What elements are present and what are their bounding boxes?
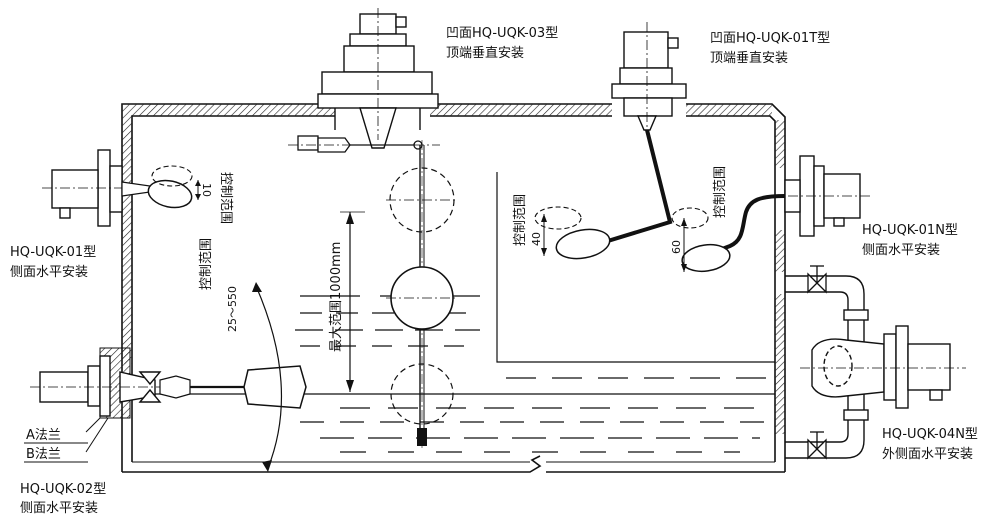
label-top-right-mount: 顶端垂直安装 [710,51,788,66]
annot-max-range: 最大范围1000mm [329,242,344,352]
hq-uqk-01-float [147,179,193,209]
hq-uqk-01t-float-dashed [534,206,582,230]
label-flange-b: B法兰 [26,447,61,462]
label-top-right-model: 凹面HQ-UQK-01T型 [710,31,830,46]
annot-control-range-02: 控制范围 [199,238,214,290]
annot-dim-25-550: 25～550 [226,286,239,332]
arc-arrow-bottom [262,460,272,472]
float-lower-dashed [390,363,454,425]
valve-upper [807,265,827,294]
label-right-04n-model: HQ-UQK-04N型 [882,427,978,442]
label-right-n-mount: 侧面水平安装 [862,243,940,258]
label-right-n-model: HQ-UQK-01N型 [862,223,958,238]
wall-hatching [99,104,785,434]
hq-uqk-01-lever [121,181,151,197]
flange-a-leader [85,417,101,433]
label-top-left-model: 凹面HQ-UQK-03型 [446,26,558,41]
label-bottom-02-model: HQ-UQK-02型 [20,482,106,497]
hq-uqk-03-switch [317,13,439,149]
label-right-04n-mount: 外侧面水平安装 [882,447,973,462]
hq-uqk-01n-rod [713,194,786,254]
annot-dim-40: 40 [530,232,543,246]
annot-control-range-01n: 控制范围 [713,166,728,218]
label-flange-a: A法兰 [26,428,61,443]
hq-uqk-01t-float [555,228,611,260]
annot-control-range-01: 控制范围 [218,172,233,224]
annot-control-range-01t: 控制范围 [513,194,528,246]
flange-b-leader [85,417,109,453]
label-left-01-mount: 侧面水平安装 [10,265,88,280]
inner-baffle [496,172,775,363]
hq-uqk-04n-switch [811,325,951,409]
tank-wall [121,103,786,473]
hq-uqk-02-float [243,365,307,409]
label-top-left-mount: 顶端垂直安装 [446,46,524,61]
hq-uqk-01n-float-dashed [671,207,709,229]
dim-10-arrows [195,180,201,200]
annot-dim-60: 60 [670,240,683,254]
label-bottom-02-mount: 侧面水平安装 [20,501,98,516]
hq-uqk-02-coupling [159,375,191,399]
dim-25-550-arc [255,285,283,469]
hq-uqk-03-lever [297,135,423,153]
hq-uqk-01-switch [51,149,123,227]
label-left-01-model: HQ-UQK-01型 [10,245,96,260]
hq-uqk-01t-switch [611,31,687,131]
rod-stop [417,428,427,446]
annot-dim-10: 10 [200,183,213,197]
valve-lower [807,431,827,460]
hq-uqk-02-switch [39,355,162,417]
labels: 凹面HQ-UQK-03型 顶端垂直安装 凹面HQ-UQK-01T型 顶端垂直安装… [10,26,978,516]
hq-uqk-01-float-dashed [151,165,193,187]
hq-uqk-01t-rod [597,129,673,246]
hq-uqk-01n-float [681,243,731,273]
arc-arrow-top [252,282,262,292]
